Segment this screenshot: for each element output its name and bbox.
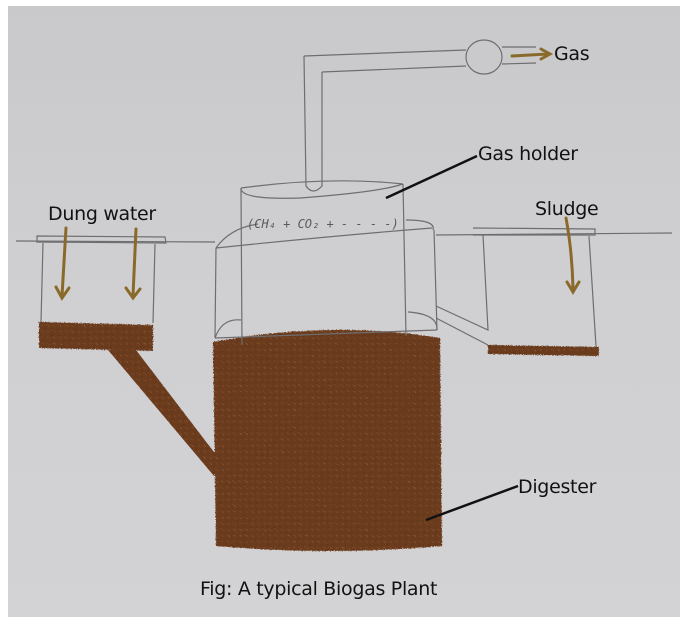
gas-holder-contents: (CH₄ + CO₂ + - - - -): [247, 217, 399, 231]
inlet-tank: [36, 235, 167, 324]
gas-holder-label: Gas holder: [478, 143, 578, 165]
digester-label: Digester: [518, 476, 597, 498]
dung-water-arrows: [54, 226, 142, 301]
dung-water-label: Dung water: [48, 203, 156, 225]
gas-outlet-arrow: [510, 47, 554, 61]
arrow-icon: [131, 227, 138, 298]
ground-line: [15, 232, 673, 243]
gas-pipe: [303, 39, 537, 192]
gas-valve: [465, 39, 503, 75]
outlet-sludge: [488, 345, 599, 356]
arrow-icon: [60, 226, 68, 298]
inlet-slurry: [39, 322, 220, 476]
arrow-icon: [510, 52, 550, 58]
gas-holder-leader: [385, 154, 478, 200]
gas-holder: [240, 180, 407, 346]
outlet-tank: [435, 227, 597, 347]
gas-label: Gas: [554, 43, 590, 65]
sludge-label: Sludge: [535, 198, 599, 220]
arrow-icon: [564, 216, 575, 290]
digester-leader: [425, 484, 519, 522]
digester-outline: [214, 219, 438, 339]
leader-lines: [385, 154, 519, 522]
digester: [213, 329, 442, 551]
sludge-arrow: [564, 216, 581, 295]
figure-caption: Fig: A typical Biogas Plant: [200, 578, 438, 600]
